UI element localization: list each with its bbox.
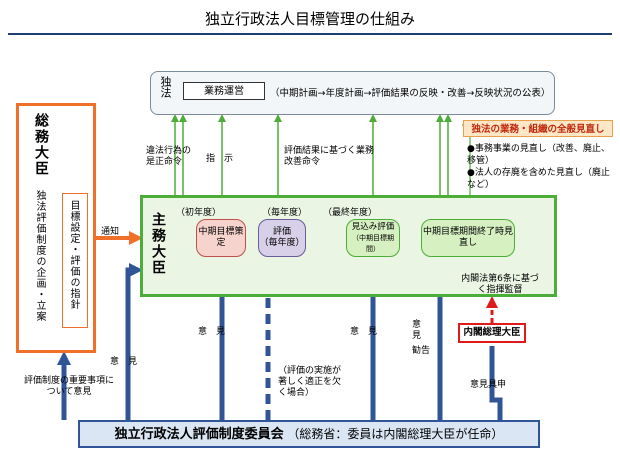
important-matters-label: 評価制度の重要事項について意見 — [23, 376, 114, 397]
committee-name: 独立行政法人評価制度委員会 — [114, 427, 284, 442]
step-period-end-review: 中期目標期間終了時見直し — [421, 219, 515, 257]
year-each-label: （毎年度） — [262, 208, 308, 218]
year-final-label: （最終年度） — [323, 208, 378, 218]
opinion-label-2: 意 見 — [350, 327, 378, 337]
supervision-label: 内閣法第6条に基づく指揮監督 — [461, 274, 539, 295]
step-forecast-evaluation: 見込み評価（中期目標期間） — [346, 219, 400, 257]
improvement-order-label: 評価結果に基づく業務改善命令 — [284, 146, 375, 167]
page-title: 独立行政法人目標管理の仕組み — [204, 10, 415, 28]
step-goal-setting: 中期目標策定 — [196, 219, 246, 257]
guideline-text: 目標設定・評価の指針 — [68, 200, 79, 310]
committee-note: （総務省：委員は内閣総理大臣が任命） — [287, 427, 504, 441]
correction-order-label: 違法行為の是正命令 — [146, 146, 192, 167]
guideline-box — [62, 193, 88, 328]
notify-label: 通知 — [101, 227, 120, 237]
step-evaluation-main: 評価 — [272, 227, 291, 237]
kankoku-label: 勧告 — [412, 346, 431, 356]
opinion-label-3: 意 見 — [412, 320, 431, 341]
prime-minister-box: 内閣総理大臣 — [458, 323, 526, 343]
instruction-label: 指 示 — [206, 154, 234, 164]
step-evaluation: 評価（毎年度） — [258, 219, 306, 257]
corporation-box — [150, 71, 555, 115]
review-bullets: ●事務事業の見直し（改善、廃止、移管） ●法人の存廃を含めた見直し（廃止など） — [467, 143, 617, 191]
review-bullet-1: ●事務事業の見直し（改善、廃止、移管） — [467, 144, 610, 166]
evaluation-committee-box: 独立行政法人評価制度委員会 （総務省：委員は内閣総理大臣が任命） — [78, 420, 540, 448]
opinion-apply-label: 意見具申 — [470, 380, 507, 390]
opinion-label-left: 意 見 — [110, 357, 138, 367]
year-first-label: （初年度） — [176, 208, 222, 218]
opinion-label-1: 意 見 — [198, 327, 226, 337]
corporation-label: 独法 — [159, 76, 172, 98]
dashed-note: （評価の実施が著しく適正を欠く場合） — [278, 366, 342, 398]
step-forecast-sub: （中期目標期間） — [352, 233, 394, 253]
shumu-minister-label: 主務大臣 — [150, 212, 166, 276]
operations-box: 業務運営 — [183, 82, 265, 100]
step-forecast-main: 見込み評価 — [351, 221, 395, 232]
minister-title: 総務大臣 — [33, 113, 49, 177]
title-divider — [8, 33, 612, 35]
step-evaluation-sub: （毎年度） — [259, 238, 305, 248]
operations-flow: （中期計画→年度計画→評価結果の反映・改善→反映状況の公表） — [270, 88, 551, 99]
review-bullet-2: ●法人の存廃を含めた見直し（廃止など） — [467, 168, 610, 190]
minister-planning-text: 独法評価制度の企画・立案 — [34, 190, 45, 322]
review-heading: 独法の業務・組織の全般見直し — [463, 120, 613, 137]
